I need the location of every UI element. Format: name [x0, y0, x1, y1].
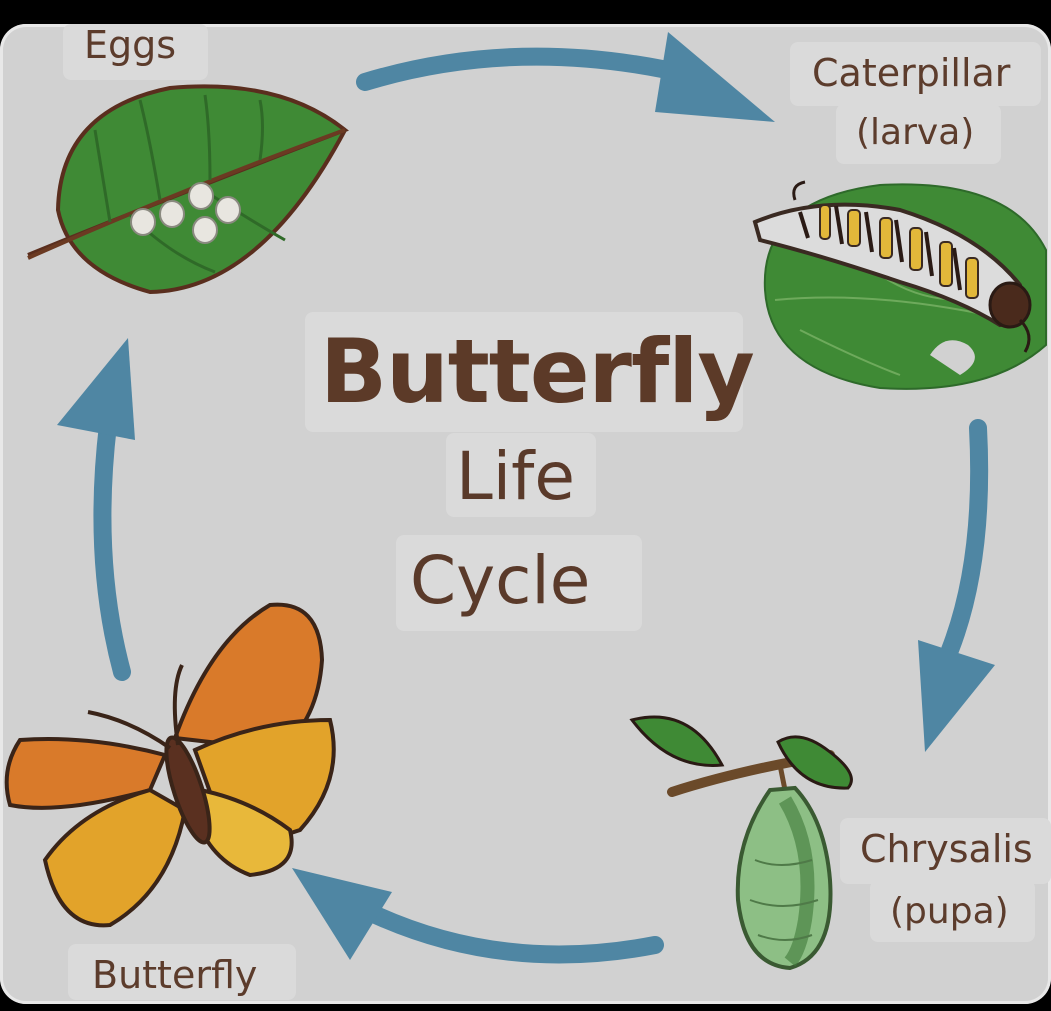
eggs-label: Eggs [84, 23, 177, 67]
arrowhead-3 [292, 868, 392, 960]
pupa-label-backdrop [840, 818, 1051, 884]
eggs-label-backdrop [63, 24, 208, 80]
butterfly-stage-label: Butterfly [92, 953, 258, 997]
egg-leaf-illustration [27, 84, 349, 295]
butterfly-illustration [4, 602, 336, 928]
life-backdrop [446, 433, 596, 517]
caterpillar-label: Caterpillar [812, 51, 1011, 95]
cycle-backdrop [396, 535, 642, 631]
diagram-title: Butterfly [320, 320, 755, 423]
chrysalis-label: Chrysalis [860, 827, 1033, 871]
title-backdrop [305, 312, 743, 432]
arrowhead-2 [918, 640, 995, 752]
subtitle-cycle: Cycle [410, 542, 591, 619]
chrysalis-illustration [629, 715, 853, 971]
arrow-larva-to-pupa [941, 419, 989, 659]
arrow-heads [57, 32, 995, 960]
arrowhead-1 [655, 32, 775, 122]
subtitle-life: Life [456, 438, 575, 515]
pupa-sublabel: (pupa) [890, 891, 1009, 932]
larva-sub-backdrop [836, 104, 1001, 164]
caterpillar-illustration [752, 180, 1047, 390]
arrow-eggs-to-larva [356, 47, 699, 91]
pupa-sub-backdrop [870, 880, 1035, 942]
larva-sublabel: (larva) [856, 112, 975, 153]
arrow-pupa-to-adult [356, 901, 664, 964]
adult-label-backdrop [68, 944, 296, 1000]
arrow-adult-to-eggs [93, 416, 131, 681]
arrowhead-4 [57, 338, 135, 440]
eggs-cluster [130, 182, 241, 244]
cycle-arrows [93, 47, 989, 964]
larva-label-backdrop [790, 42, 1041, 106]
